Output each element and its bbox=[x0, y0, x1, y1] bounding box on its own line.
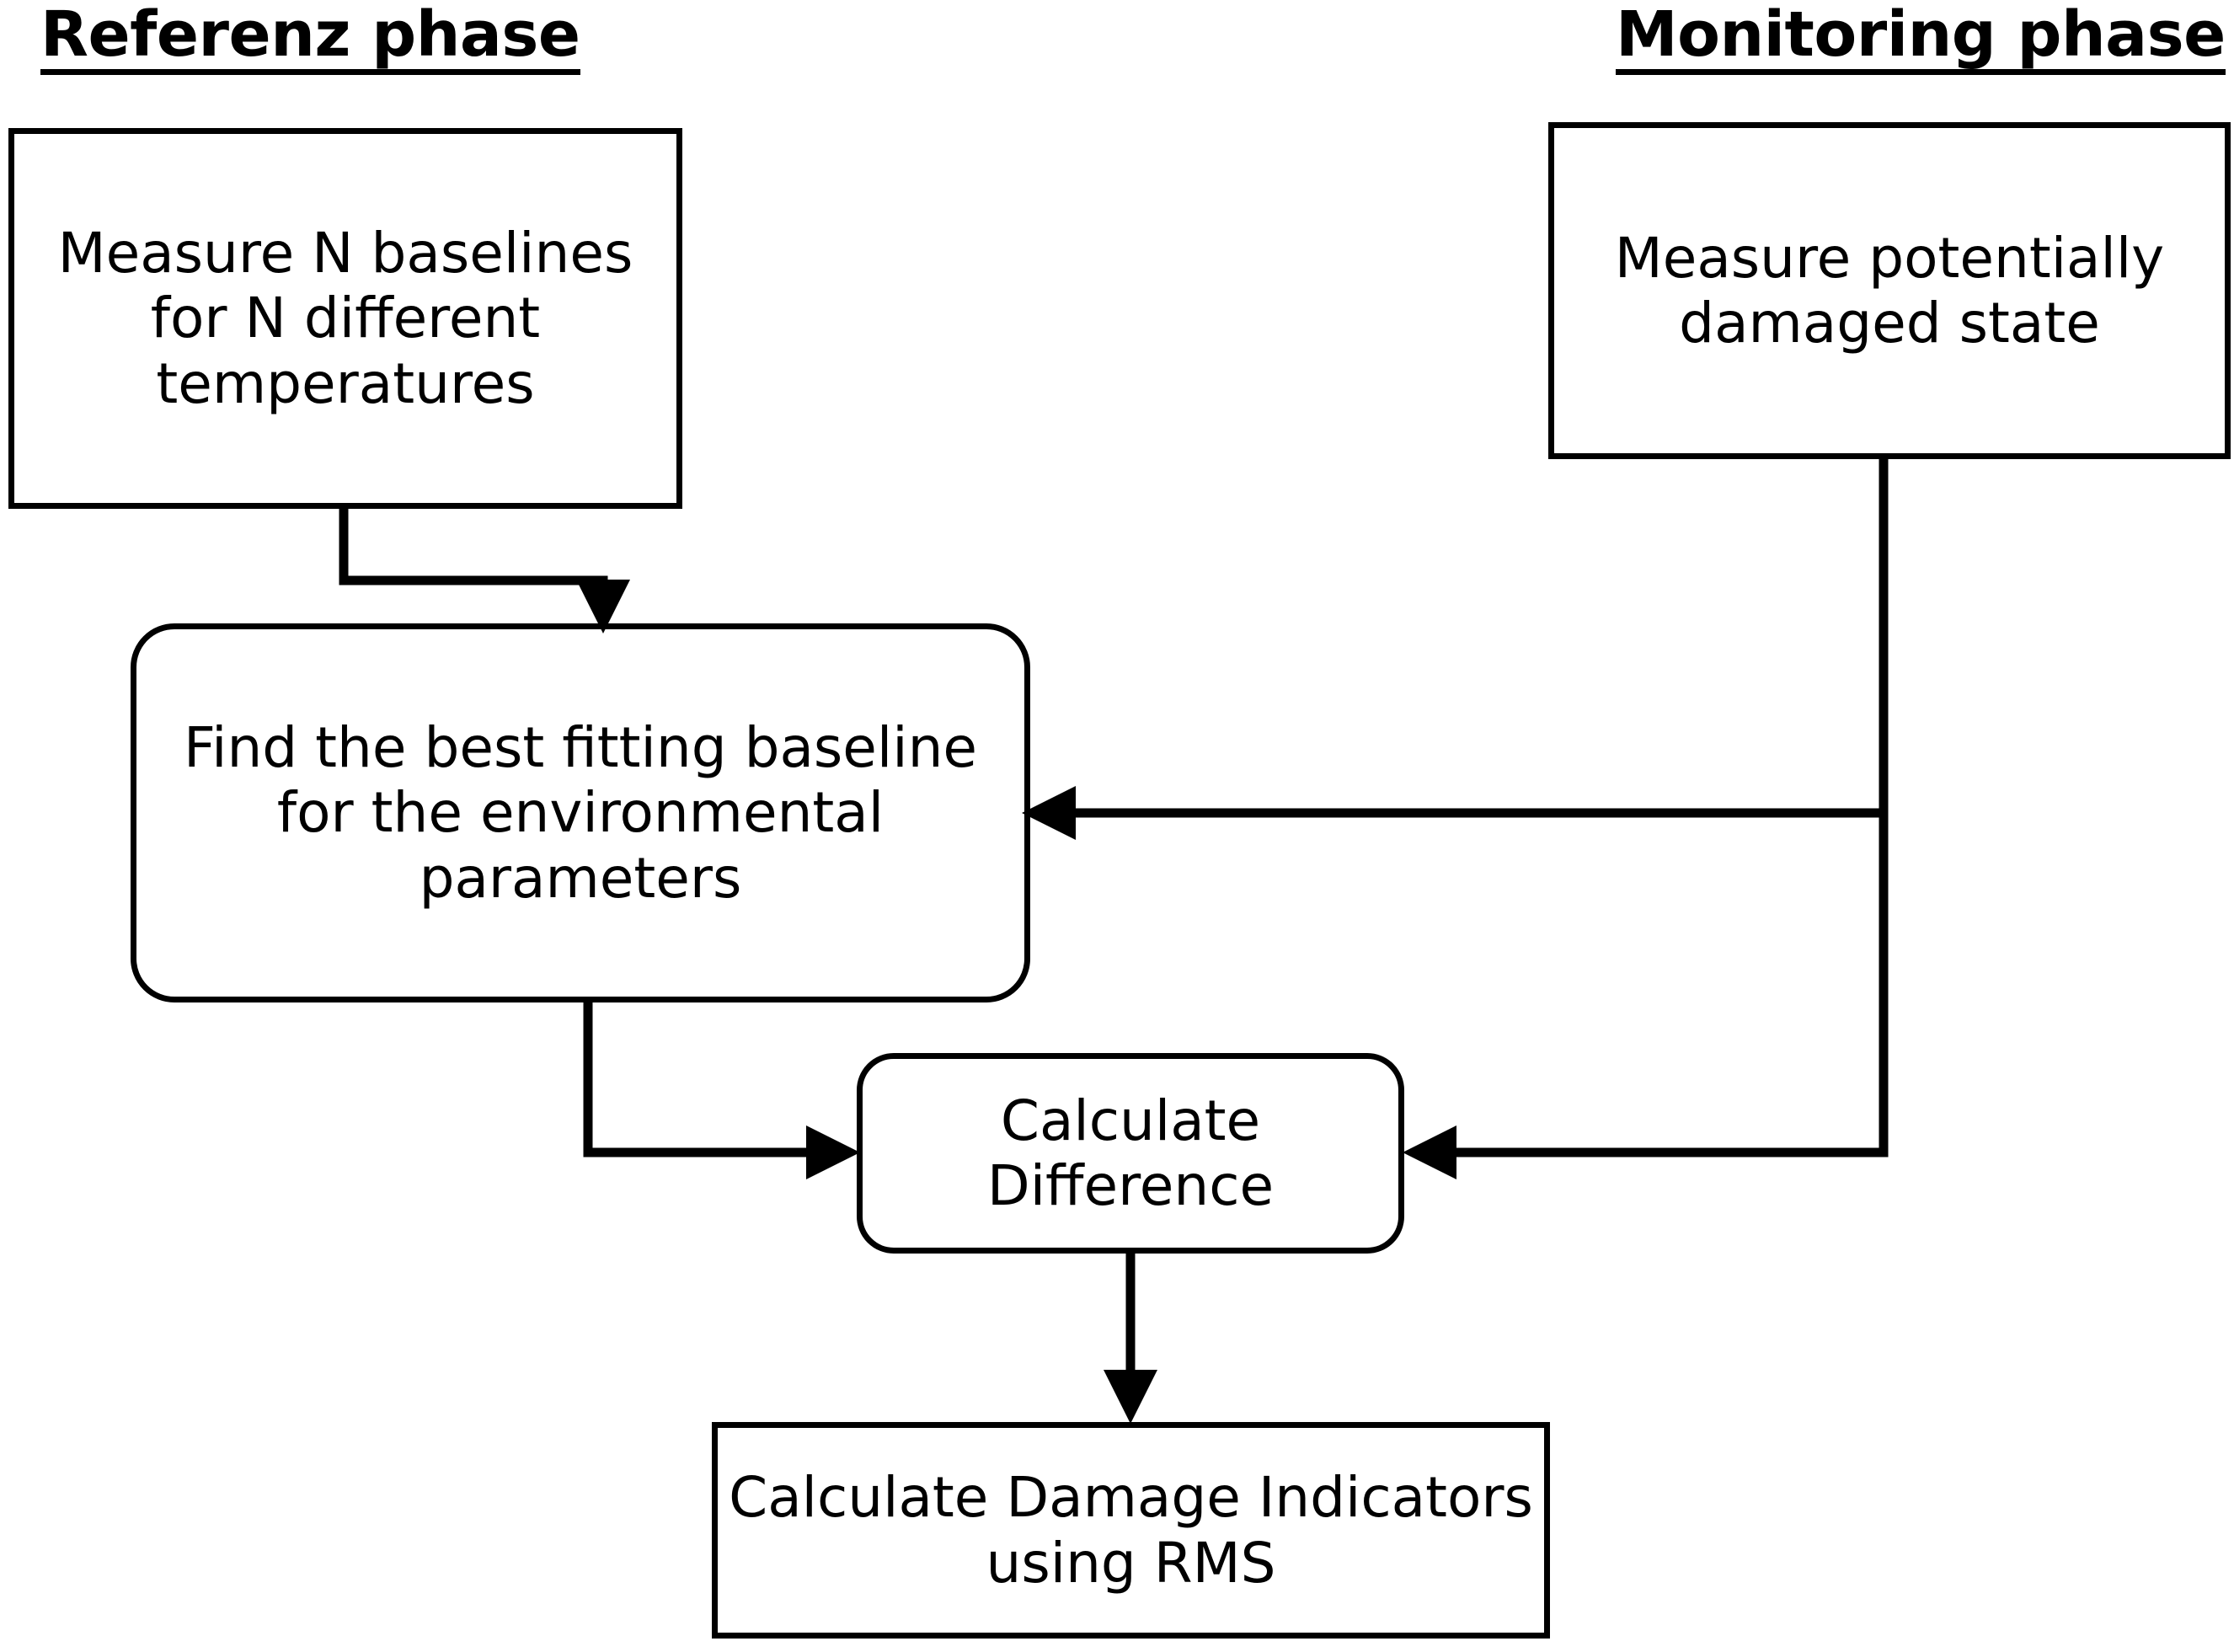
edge-find-baseline-to-difference bbox=[583, 1002, 834, 1157]
arrowhead-into-damage-top bbox=[1104, 1370, 1157, 1424]
node-find-best-fitting-baseline-label: Find the best fitting baseline for the e… bbox=[183, 715, 978, 911]
node-find-best-fitting-baseline[interactable]: Find the best fitting baseline for the e… bbox=[131, 623, 1030, 1002]
node-measure-damaged-state-label: Measure potentially damaged state bbox=[1614, 225, 2165, 356]
node-calculate-difference-label: Calculate Difference bbox=[986, 1088, 1275, 1218]
arrowhead-into-difference-left bbox=[806, 1125, 860, 1179]
edge-baselines-to-find-baseline bbox=[339, 509, 608, 608]
node-calculate-damage-indicators[interactable]: Calculate Damage Indicators using RMS bbox=[712, 1422, 1550, 1639]
node-measure-damaged-state[interactable]: Measure potentially damaged state bbox=[1548, 122, 2231, 459]
node-measure-baselines[interactable]: Measure N baselines for N different temp… bbox=[8, 128, 682, 509]
arrowhead-into-difference-right bbox=[1403, 1125, 1456, 1179]
phase-title-monitoring: Monitoring phase bbox=[1616, 3, 2226, 75]
phase-title-referenz-text: Referenz phase bbox=[40, 3, 580, 75]
phase-title-referenz: Referenz phase bbox=[40, 3, 580, 75]
node-measure-baselines-label: Measure N baselines for N different temp… bbox=[57, 221, 633, 416]
phase-title-monitoring-text: Monitoring phase bbox=[1616, 3, 2226, 75]
edge-damaged-to-difference bbox=[1430, 813, 1889, 1157]
node-calculate-difference[interactable]: Calculate Difference bbox=[857, 1053, 1404, 1254]
node-calculate-damage-indicators-label: Calculate Damage Indicators using RMS bbox=[729, 1465, 1533, 1596]
